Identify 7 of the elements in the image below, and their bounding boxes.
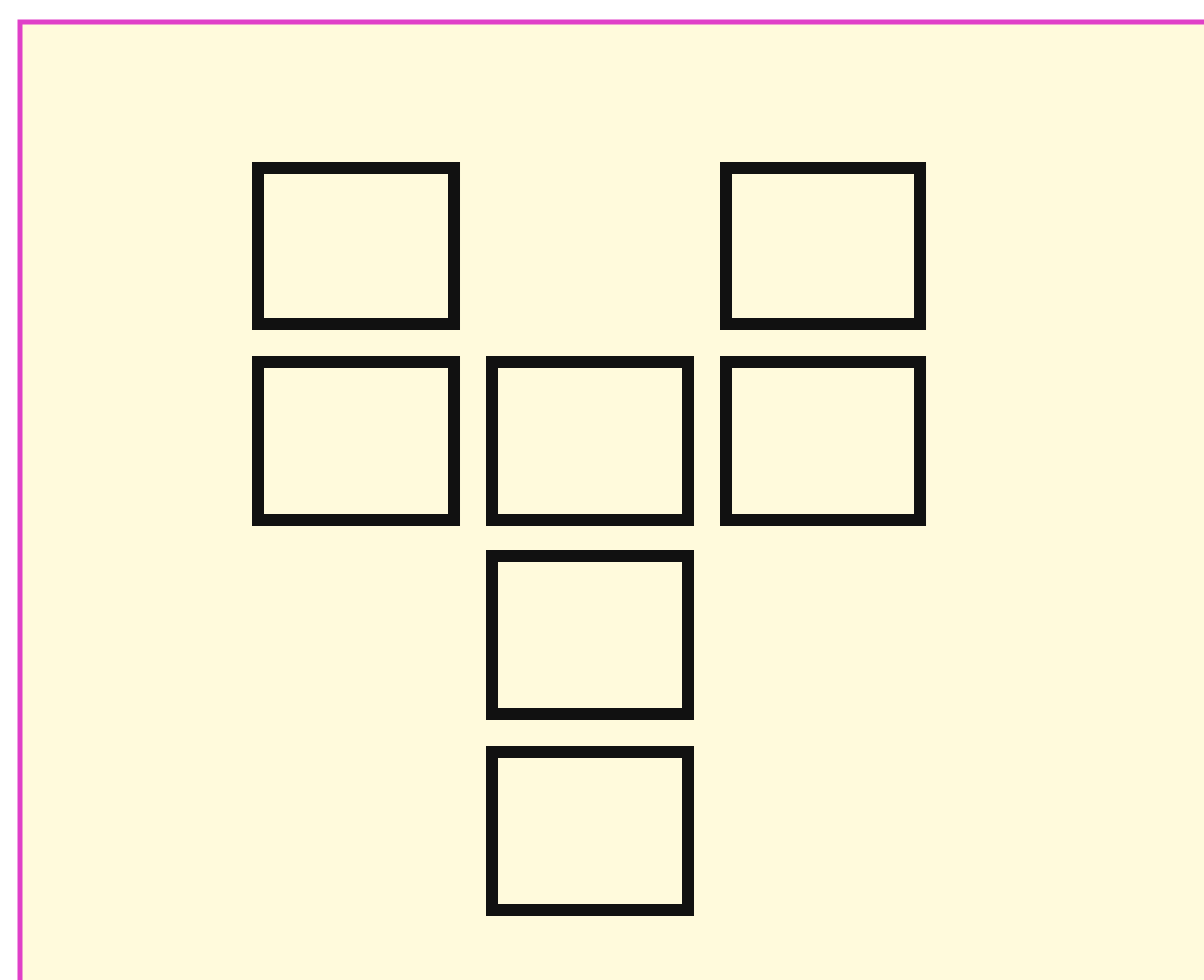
square-box xyxy=(720,356,926,526)
square-box xyxy=(252,356,460,526)
square-box xyxy=(720,162,926,330)
square-box xyxy=(252,162,460,330)
square-box xyxy=(486,356,694,526)
square-box xyxy=(486,746,694,916)
square-box xyxy=(486,550,694,720)
